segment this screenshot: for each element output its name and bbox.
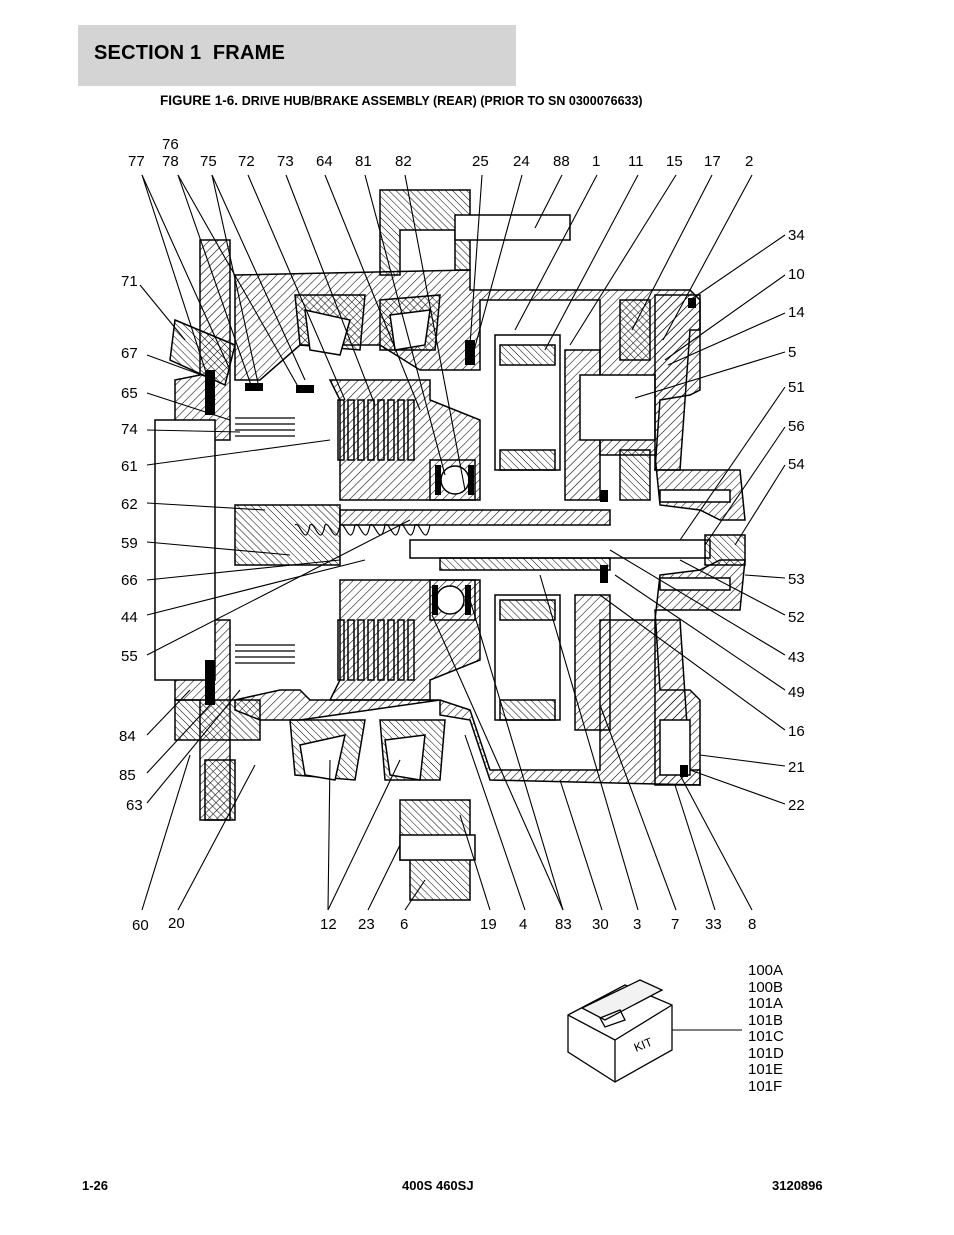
- callout-24: 24: [513, 153, 530, 170]
- callout-20: 20: [168, 915, 185, 932]
- kit-item: 101E: [748, 1061, 784, 1078]
- callout-49: 49: [788, 684, 805, 701]
- kit-item: 100B: [748, 978, 784, 996]
- callout-59: 59: [121, 535, 138, 552]
- callout-44: 44: [121, 609, 138, 626]
- model-label: 400S 460SJ: [402, 1178, 474, 1193]
- callout-5: 5: [788, 344, 796, 361]
- callout-8: 8: [748, 916, 756, 933]
- kit-box-label: KIT: [632, 1035, 655, 1055]
- callout-53: 53: [788, 571, 805, 588]
- callout-64: 64: [316, 153, 333, 170]
- callout-62: 62: [121, 496, 138, 513]
- callout-7: 7: [671, 916, 679, 933]
- callout-82: 82: [395, 153, 412, 170]
- callout-10: 10: [788, 266, 805, 283]
- kit-part-list: 100A 100B 101A 101B 101C 101D 101E 101F: [748, 962, 784, 1095]
- callout-30: 30: [592, 916, 609, 933]
- callout-61: 61: [121, 458, 138, 475]
- callout-66: 66: [121, 572, 138, 589]
- callout-75: 75: [200, 153, 217, 170]
- callout-51: 51: [788, 379, 805, 396]
- callout-16: 16: [788, 723, 805, 740]
- callout-73: 73: [277, 153, 294, 170]
- callout-76: 76: [162, 136, 179, 153]
- callout-22: 22: [788, 797, 805, 814]
- kit-item: 101B: [748, 1011, 784, 1029]
- callout-4: 4: [519, 916, 527, 933]
- document-number: 3120896: [772, 1178, 823, 1193]
- kit-item: 100A: [748, 962, 784, 979]
- callout-54: 54: [788, 456, 805, 473]
- page-number: 1-26: [82, 1178, 109, 1193]
- callout-6: 6: [400, 916, 408, 933]
- callout-14: 14: [788, 304, 805, 321]
- kit-item: 101F: [748, 1077, 783, 1095]
- callout-88: 88: [553, 153, 570, 170]
- callout-43: 43: [788, 649, 805, 666]
- callout-65: 65: [121, 385, 138, 402]
- kit-item: 101D: [748, 1044, 784, 1062]
- callout-15: 15: [666, 153, 683, 170]
- kit-item: 101A: [748, 995, 784, 1012]
- callout-2: 2: [745, 153, 753, 170]
- callout-52: 52: [788, 609, 805, 626]
- callout-12: 12: [320, 916, 337, 933]
- callout-63: 63: [126, 797, 143, 814]
- callout-56: 56: [788, 418, 805, 435]
- assembly-drawing: [154, 189, 746, 901]
- callout-78: 78: [162, 153, 179, 170]
- callout-3: 3: [633, 916, 641, 933]
- kit-item: 101C: [748, 1028, 784, 1045]
- callout-84: 84: [119, 728, 136, 745]
- callout-25: 25: [472, 153, 489, 170]
- callout-17: 17: [704, 153, 721, 170]
- callout-85: 85: [119, 767, 136, 784]
- callout-34: 34: [788, 227, 805, 244]
- section-header-band: [78, 25, 516, 86]
- callout-77: 77: [128, 153, 145, 170]
- callout-60: 60: [132, 917, 149, 934]
- callout-11: 11: [628, 153, 644, 170]
- callout-23: 23: [358, 916, 375, 933]
- callout-67: 67: [121, 345, 138, 362]
- callout-1: 1: [592, 153, 600, 170]
- callout-labels: 76 77 78 75 72 73 64 81 82 25 24 88 1 11…: [119, 136, 805, 934]
- callout-83: 83: [555, 916, 572, 933]
- callout-21: 21: [788, 759, 805, 776]
- callout-74: 74: [121, 421, 138, 438]
- callout-33: 33: [705, 916, 722, 933]
- figure-number: FIGURE 1-6.: [160, 93, 239, 108]
- kit-box-icon: KIT: [567, 979, 673, 1083]
- callout-19: 19: [480, 916, 497, 933]
- leader-lines: [139, 174, 786, 1031]
- callout-71: 71: [121, 273, 138, 290]
- callout-72: 72: [238, 153, 255, 170]
- figure-caption: DRIVE HUB/BRAKE ASSEMBLY (REAR) (PRIOR T…: [241, 94, 643, 108]
- callout-55: 55: [121, 648, 138, 665]
- callout-81: 81: [355, 153, 372, 170]
- section-title: SECTION 1 FRAME: [94, 42, 285, 64]
- figure-title: FIGURE 1-6. DRIVE HUB/BRAKE ASSEMBLY (RE…: [160, 93, 643, 108]
